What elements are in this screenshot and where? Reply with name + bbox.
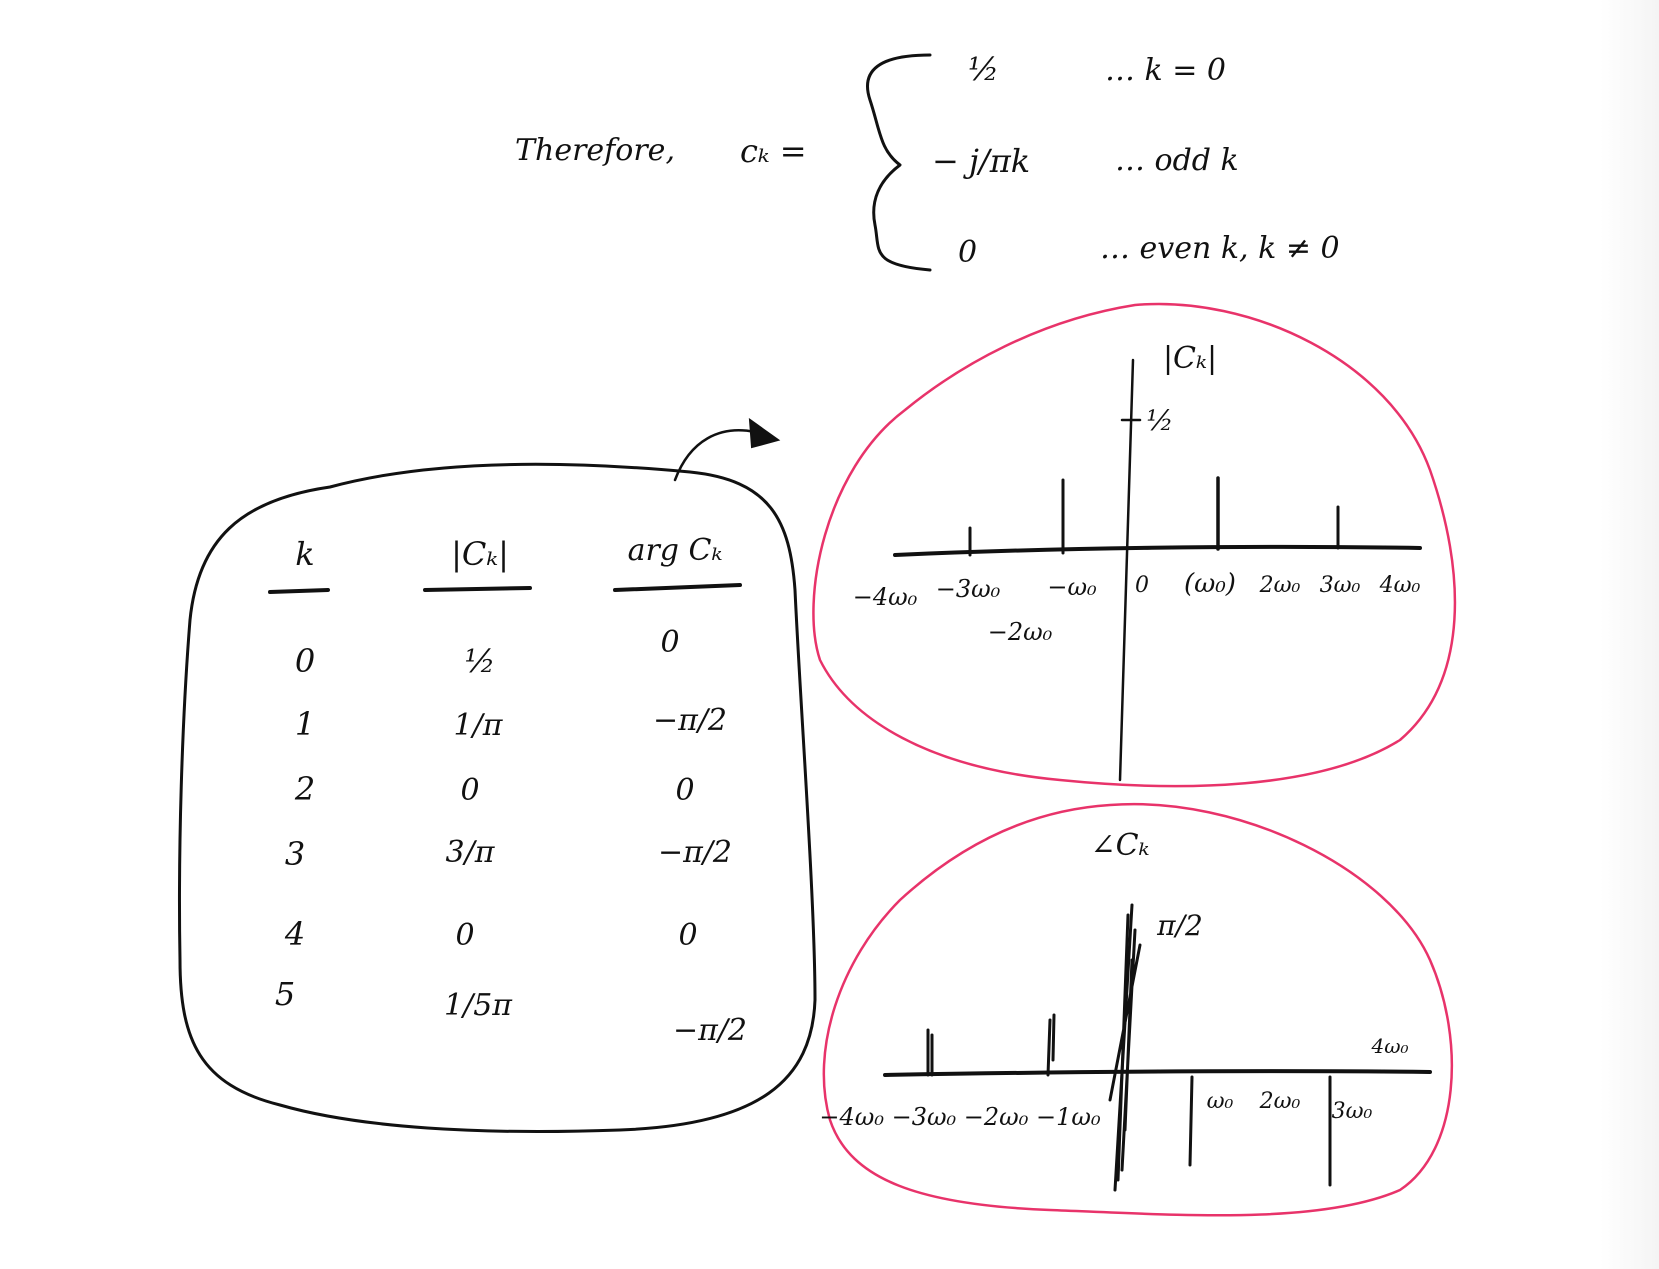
- table-cell-arg-3: −π/2: [658, 835, 732, 870]
- phase-ticks-negative: −4ω₀ −3ω₀ −2ω₀ −1ω₀: [819, 1103, 1101, 1131]
- phase-tick-pos2: 2ω₀: [1259, 1089, 1301, 1114]
- case-condition-2: … odd k: [1115, 143, 1239, 178]
- table-cell-k-3: 3: [285, 835, 305, 873]
- header-underline-k: [268, 588, 330, 594]
- magnitude-tick-pos4: 4ω₀: [1379, 573, 1421, 598]
- magnitude-tick-neg1: −ω₀: [1047, 573, 1097, 601]
- phase-spike-zero: [1108, 913, 1142, 1182]
- page-edge-shadow: [1600, 0, 1659, 1269]
- table-cell-mag-1: 1/π: [454, 708, 504, 743]
- magnitude-spectrum: |Cₖ| ½ −4ω₀ −3ω₀ −ω₀ 0 (ω₀) 2ω₀ 3ω₀ 4ω₀ …: [812, 302, 1457, 788]
- equation-lhs: cₖ =: [740, 132, 807, 170]
- magnitude-ytick-label: ½: [1146, 404, 1173, 437]
- arrow-head-icon: [748, 417, 781, 449]
- phase-tick-pos4: 4ω₀: [1370, 1034, 1408, 1058]
- table-cell-mag-3: 3/π: [446, 835, 496, 870]
- table-header-k: k: [295, 535, 314, 573]
- magnitude-title: |Cₖ|: [1163, 341, 1217, 376]
- table-cell-mag-0: ½: [464, 642, 495, 680]
- equation-lead: Therefore,: [515, 133, 675, 168]
- magnitude-tick-pos2: 2ω₀: [1259, 573, 1301, 598]
- table-cell-k-4: 4: [284, 915, 305, 953]
- table-cell-arg-1: −π/2: [653, 703, 727, 738]
- table-cell-arg-2: 0: [675, 773, 694, 808]
- equation-block: Therefore, cₖ = ½ … k = 0 − j/πk … odd k…: [515, 50, 1340, 272]
- table-header-arg: arg Cₖ: [628, 533, 723, 568]
- magnitude-x-axis: [893, 544, 1422, 557]
- magnitude-tick-neg4: −4ω₀: [853, 583, 918, 611]
- phase-spike-neg4: [926, 1028, 934, 1077]
- table-cell-mag-2: 0: [460, 773, 479, 808]
- table-cell-arg-0: 0: [660, 625, 679, 660]
- magnitude-tick-neg3: −3ω₀: [936, 575, 1001, 603]
- phase-spike-pos1: [1188, 1075, 1194, 1167]
- phase-spike-neg2: [1046, 1013, 1056, 1077]
- case-value-2: − j/πk: [932, 142, 1030, 180]
- table-cell-k-2: 2: [294, 770, 315, 808]
- table-cell-arg-4: 0: [678, 918, 697, 953]
- case-value-3: 0: [958, 235, 977, 270]
- table-cell-k-1: 1: [295, 705, 315, 743]
- magnitude-outline: [812, 302, 1457, 788]
- left-brace: [866, 53, 932, 272]
- table-cell-mag-5: 1/5π: [444, 988, 513, 1023]
- header-underline-magnitude: [423, 586, 532, 592]
- table-outline: [177, 462, 817, 1134]
- phase-tick-pos3: 3ω₀: [1332, 1099, 1373, 1124]
- magnitude-tick-neg2: −2ω₀: [988, 618, 1053, 646]
- case-condition-1: … k = 0: [1105, 53, 1226, 88]
- coefficient-table: k |Cₖ| arg Cₖ 0 ½ 0 1 1/π −π/2 2 0 0 3 3…: [177, 417, 817, 1134]
- table-header-magnitude: |Cₖ|: [451, 535, 509, 573]
- magnitude-tick-pos3: 3ω₀: [1320, 573, 1361, 598]
- table-cell-arg-5: −π/2: [673, 1013, 747, 1048]
- phase-tick-pos1: ω₀: [1207, 1089, 1234, 1114]
- arrow-curve: [673, 429, 757, 482]
- magnitude-tick-pos1: (ω₀): [1184, 569, 1236, 599]
- phase-ytick-label: π/2: [1156, 909, 1203, 942]
- phase-x-axis: [883, 1069, 1432, 1077]
- header-underline-arg: [613, 583, 742, 592]
- table-cell-mag-4: 0: [455, 918, 474, 953]
- table-cell-k-0: 0: [295, 642, 315, 680]
- table-cell-k-5: 5: [275, 975, 295, 1013]
- phase-outline: [822, 802, 1454, 1217]
- magnitude-tick-zero: 0: [1135, 573, 1149, 598]
- phase-title: ∠Cₖ: [1090, 828, 1149, 863]
- case-value-1: ½: [968, 50, 999, 88]
- phase-spectrum: ∠Cₖ π/2 −4ω₀ −3ω₀ −2ω₀ −1ω₀ ω₀ 2ω₀ 3ω₀ 4…: [819, 802, 1454, 1217]
- magnitude-y-axis: [1118, 358, 1135, 782]
- case-condition-3: … even k, k ≠ 0: [1100, 231, 1340, 266]
